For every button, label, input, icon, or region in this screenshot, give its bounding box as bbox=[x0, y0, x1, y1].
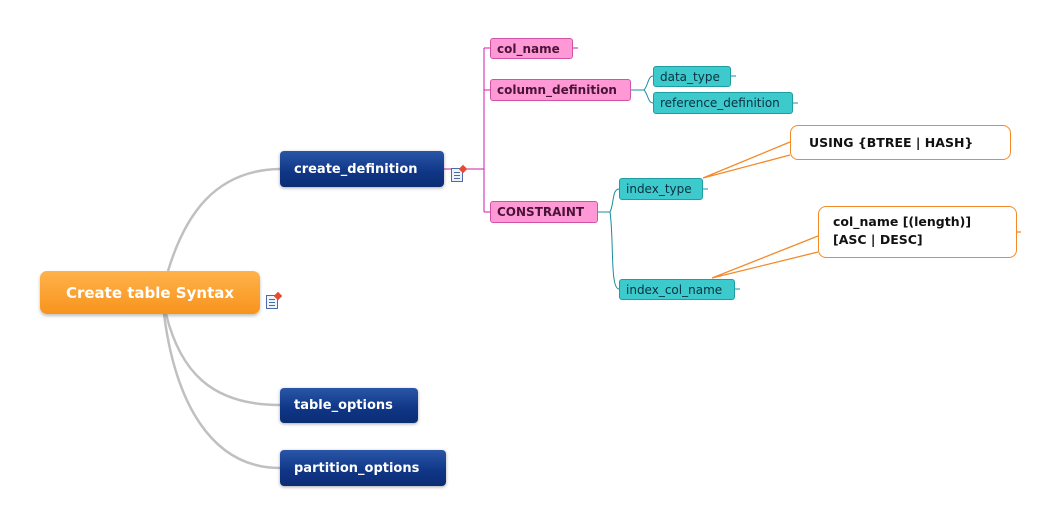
subtopic-column-definition[interactable]: column_definition bbox=[490, 79, 631, 101]
subtopic-index-type[interactable]: index_type bbox=[619, 178, 703, 200]
root-topic[interactable]: Create table Syntax bbox=[40, 271, 260, 314]
note-icon[interactable] bbox=[266, 291, 283, 309]
callout-pointer-index-type bbox=[702, 141, 791, 179]
callout-pointer-index-col-name bbox=[711, 235, 819, 279]
topic-table-options-label: table_options bbox=[294, 398, 393, 413]
subtopic-data-type[interactable]: data_type bbox=[653, 66, 731, 87]
subtopic-index-col-name-label: index_col_name bbox=[626, 282, 723, 297]
subtopic-reference-definition-label: reference_definition bbox=[660, 96, 780, 110]
connector-to-index-type bbox=[609, 188, 620, 213]
topic-partition-options-label: partition_options bbox=[294, 460, 420, 476]
connector-root-table-options bbox=[164, 313, 281, 407]
connector-to-reference-definition bbox=[643, 89, 654, 104]
callout-index-type-text: USING {BTREE | HASH} bbox=[809, 135, 974, 150]
subtopic-column-definition-label: column_definition bbox=[497, 83, 617, 97]
connector-to-data-type bbox=[643, 75, 654, 91]
subtopic-col-name-label: col_name bbox=[497, 41, 560, 56]
note-icon[interactable] bbox=[451, 164, 468, 182]
topic-table-options[interactable]: table_options bbox=[280, 388, 418, 423]
subtopic-constraint[interactable]: CONSTRAINT bbox=[490, 201, 598, 223]
topic-create-definition-label: create_definition bbox=[294, 161, 418, 177]
subtopic-index-type-label: index_type bbox=[626, 182, 692, 196]
subtopic-index-col-name[interactable]: index_col_name bbox=[619, 279, 735, 300]
subtopic-constraint-label: CONSTRAINT bbox=[497, 205, 585, 219]
subtopic-col-name[interactable]: col_name bbox=[490, 38, 573, 59]
subtopic-data-type-label: data_type bbox=[660, 69, 720, 84]
root-topic-label: Create table Syntax bbox=[65, 283, 235, 302]
connector-to-index-col-name bbox=[609, 211, 620, 290]
subtopic-reference-definition[interactable]: reference_definition bbox=[653, 92, 793, 114]
callout-index-col-name-line2: [ASC | DESC] bbox=[833, 232, 923, 247]
connector-root-partition-options bbox=[162, 313, 281, 470]
callout-index-type[interactable]: USING {BTREE | HASH} bbox=[790, 125, 1011, 160]
connector-root-create-definition bbox=[166, 167, 281, 272]
callout-index-col-name[interactable]: col_name [(length)] [ASC | DESC] bbox=[818, 206, 1017, 258]
topic-create-definition[interactable]: create_definition bbox=[280, 151, 444, 187]
topic-partition-options[interactable]: partition_options bbox=[280, 450, 446, 486]
callout-index-col-name-line1: col_name [(length)] bbox=[833, 214, 972, 229]
